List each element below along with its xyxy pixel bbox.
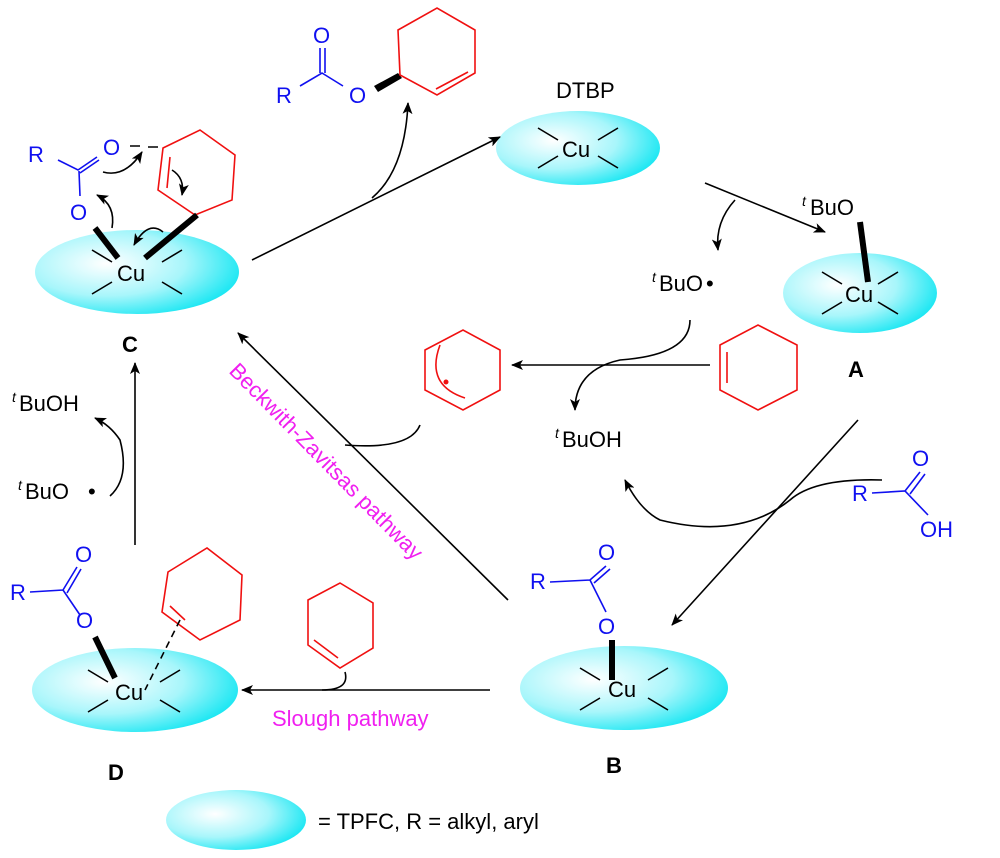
legend-catalyst-swatch — [166, 790, 306, 850]
svg-text:O: O — [70, 200, 87, 225]
svg-text:R: R — [10, 580, 26, 605]
label-A: A — [848, 357, 864, 382]
cyclohexene-slough — [307, 582, 374, 669]
intermediate-C-structure: R O O — [28, 129, 236, 261]
svg-text:O: O — [912, 446, 929, 471]
svg-text:BuO: BuO — [810, 195, 854, 220]
svg-text:O: O — [313, 23, 330, 48]
cu-label: Cu — [115, 680, 143, 705]
svg-text:O: O — [349, 83, 366, 108]
dtbp-label: DTBP — [556, 78, 615, 103]
svg-text:O: O — [103, 135, 120, 160]
cu-label: Cu — [845, 282, 873, 307]
reaction-arrows — [94, 102, 883, 695]
catalyst-B: Cu — [520, 646, 728, 730]
label-D: D — [108, 760, 124, 785]
tbuoh-right: t BuOH — [555, 425, 622, 452]
svg-text:O: O — [598, 540, 615, 565]
catalyst-A: Cu — [783, 253, 937, 333]
svg-text:BuO: BuO — [25, 479, 69, 504]
tbuo-radical-right: t BuO • — [652, 269, 714, 296]
legend: = TPFC, R = alkyl, aryl — [166, 790, 539, 850]
allylic-ester-product: R O O — [276, 7, 476, 108]
slough-pathway-label: Slough pathway — [272, 706, 429, 731]
svg-text:O: O — [598, 614, 615, 639]
svg-text:•: • — [706, 271, 714, 296]
svg-text:t: t — [652, 269, 657, 285]
svg-text:R: R — [276, 83, 292, 108]
cu-label: Cu — [117, 261, 145, 286]
label-B: B — [606, 753, 622, 778]
svg-text:t: t — [802, 193, 807, 209]
svg-text:t: t — [555, 425, 560, 441]
catalyst-D: Cu — [32, 648, 238, 732]
svg-text:BuO: BuO — [659, 271, 703, 296]
svg-text:t: t — [12, 389, 17, 405]
svg-text:O: O — [75, 542, 92, 567]
carboxylic-acid: R O OH — [852, 446, 953, 542]
svg-text:t: t — [18, 477, 23, 493]
svg-text:R: R — [852, 481, 868, 506]
svg-text:•: • — [88, 479, 96, 504]
intermediate-D-structure: R O O — [10, 542, 243, 691]
intermediate-A-structure: t BuO — [802, 193, 871, 283]
tbuoh-left: t BuOH — [12, 389, 79, 416]
svg-text:R: R — [530, 569, 546, 594]
cu-label: Cu — [562, 137, 590, 162]
svg-text:BuOH: BuOH — [562, 427, 622, 452]
svg-text:BuOH: BuOH — [19, 391, 79, 416]
intermediate-B-structure: R O O — [530, 540, 615, 680]
catalyst-dtbp: Cu — [496, 111, 660, 185]
cyclohexene-right — [719, 324, 798, 411]
catalyst-C: Cu — [35, 230, 239, 314]
beckwith-zavitsas-pathway-label: Beckwith-Zavitsas pathway — [224, 358, 428, 565]
svg-text:R: R — [28, 142, 44, 167]
label-C: C — [122, 332, 138, 357]
svg-text:OH: OH — [920, 517, 953, 542]
allyl-radical — [424, 329, 501, 411]
legend-text: = TPFC, R = alkyl, aryl — [318, 809, 539, 834]
cu-label: Cu — [608, 677, 636, 702]
tbuo-radical-left: t BuO • — [18, 477, 96, 504]
